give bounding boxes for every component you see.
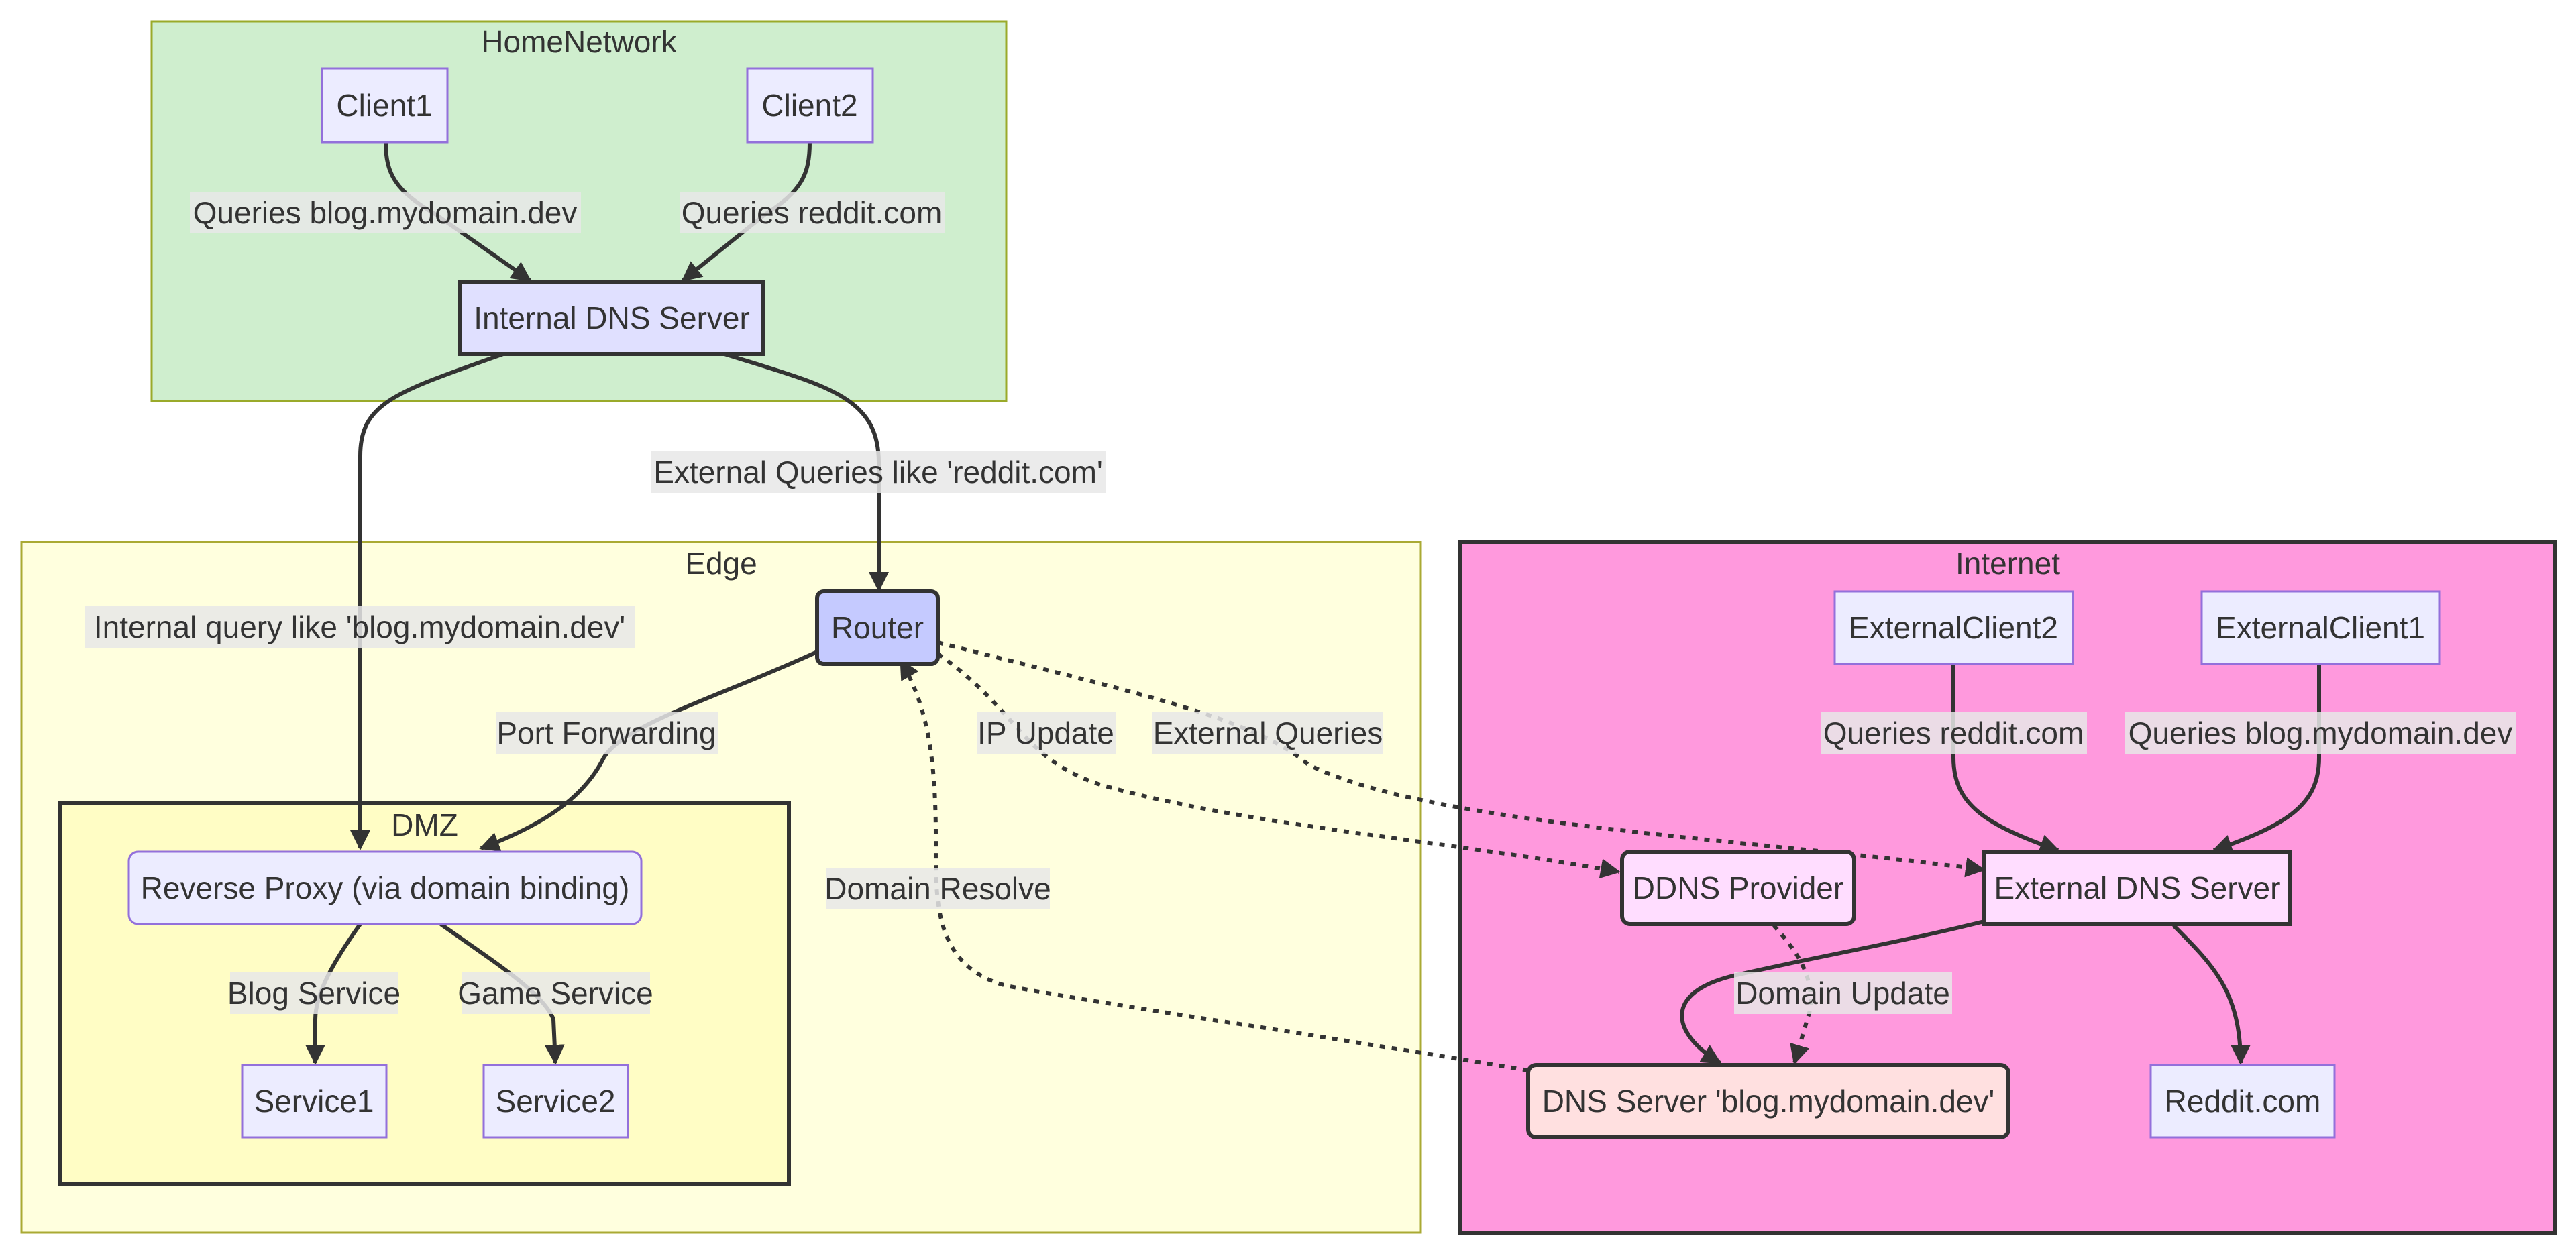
svg-text:Queries reddit.com: Queries reddit.com: [1823, 716, 2084, 750]
svg-text:IP Update: IP Update: [977, 716, 1114, 750]
node-router[interactable]: Router: [815, 589, 940, 666]
edge-label-domain-update: Domain Update: [1734, 972, 1952, 1014]
node-client2[interactable]: Client2: [746, 67, 874, 144]
edge-label-ip-update: IP Update: [977, 712, 1116, 754]
nodes: Client1 Client2 Internal DNS Server Rout…: [127, 67, 2441, 1139]
svg-text:Queries reddit.com: Queries reddit.com: [682, 195, 943, 230]
svg-text:Reverse Proxy (via domain bind: Reverse Proxy (via domain binding): [141, 870, 630, 905]
svg-text:Game Service: Game Service: [458, 976, 653, 1011]
svg-text:Service2: Service2: [496, 1084, 616, 1119]
edge-router-to-external-dns: [937, 640, 1986, 878]
edge-label-port-forwarding: Port Forwarding: [496, 712, 718, 754]
svg-text:ExternalClient2: ExternalClient2: [1849, 610, 2058, 645]
svg-text:Router: Router: [831, 610, 924, 645]
svg-text:Service1: Service1: [254, 1084, 374, 1119]
svg-text:Domain Update: Domain Update: [1735, 976, 1950, 1011]
edge-ext-client1-to-external-dns: [2212, 664, 2321, 854]
edge-label-client2-query: Queries reddit.com: [680, 192, 945, 233]
node-reddit[interactable]: Reddit.com: [2149, 1064, 2336, 1139]
svg-text:Queries blog.mydomain.dev: Queries blog.mydomain.dev: [193, 195, 578, 230]
svg-text:Client1: Client1: [336, 88, 432, 123]
edge-label-blog-service: Blog Service: [227, 972, 400, 1014]
node-external-dns-server[interactable]: External DNS Server: [1982, 850, 2292, 926]
edge-label-ext2-query: Queries reddit.com: [1821, 712, 2087, 754]
node-service1[interactable]: Service1: [241, 1064, 388, 1139]
svg-text:Internal query like 'blog.mydo: Internal query like 'blog.mydomain.dev': [94, 610, 625, 644]
edge-ext-client2-to-external-dns: [1951, 664, 2060, 854]
edge-label-external-queries-like: External Queries like 'reddit.com': [651, 451, 1106, 493]
edge-internal-dns-to-reverse-proxy: [350, 352, 504, 850]
cluster-title-internet: Internet: [1955, 546, 2060, 581]
svg-text:DDNS Provider: DDNS Provider: [1633, 870, 1843, 905]
svg-text:ExternalClient1: ExternalClient1: [2216, 610, 2425, 645]
node-client1[interactable]: Client1: [321, 67, 449, 144]
edge-label-domain-resolve: Domain Resolve: [824, 868, 1051, 909]
edge-internal-dns-to-router: [724, 352, 889, 592]
edge-label-client1-query: Queries blog.mydomain.dev: [190, 192, 581, 233]
cluster-title-edge: Edge: [685, 546, 757, 581]
node-internal-dns-server[interactable]: Internal DNS Server: [458, 280, 765, 356]
svg-text:Internal DNS Server: Internal DNS Server: [474, 300, 750, 335]
cluster-title-dmz: DMZ: [391, 807, 458, 842]
svg-text:External DNS Server: External DNS Server: [1994, 870, 2281, 905]
edge-label-external-queries: External Queries: [1152, 712, 1383, 754]
svg-text:Domain Resolve: Domain Resolve: [824, 871, 1051, 906]
svg-text:External Queries: External Queries: [1153, 716, 1383, 750]
edge-label-game-service: Game Service: [458, 972, 653, 1014]
svg-text:Client2: Client2: [761, 88, 857, 123]
svg-text:Blog Service: Blog Service: [227, 976, 400, 1011]
svg-text:Queries blog.mydomain.dev: Queries blog.mydomain.dev: [2129, 716, 2513, 750]
cluster-title-home-network: HomeNetwork: [481, 24, 677, 59]
svg-text:Reddit.com: Reddit.com: [2165, 1084, 2321, 1119]
node-ddns-provider[interactable]: DDNS Provider: [1620, 850, 1856, 926]
node-dns-server-blog[interactable]: DNS Server 'blog.mydomain.dev': [1526, 1063, 2010, 1139]
edge-label-ext1-query: Queries blog.mydomain.dev: [2125, 712, 2516, 754]
edge-label-internal-query-like: Internal query like 'blog.mydomain.dev': [85, 606, 635, 648]
node-reverse-proxy[interactable]: Reverse Proxy (via domain binding): [127, 850, 643, 925]
svg-text:External Queries like 'reddit.: External Queries like 'reddit.com': [653, 455, 1103, 490]
node-external-client2[interactable]: ExternalClient2: [1833, 590, 2074, 665]
edge-external-dns-to-reddit: [2171, 923, 2251, 1065]
node-external-client1[interactable]: ExternalClient1: [2200, 590, 2441, 665]
svg-text:DNS Server 'blog.mydomain.dev': DNS Server 'blog.mydomain.dev': [1542, 1084, 1995, 1119]
svg-text:Port Forwarding: Port Forwarding: [496, 716, 716, 750]
node-service2[interactable]: Service2: [482, 1064, 629, 1139]
edge-labels: Queries blog.mydomain.dev Queries reddit…: [85, 192, 2516, 1014]
